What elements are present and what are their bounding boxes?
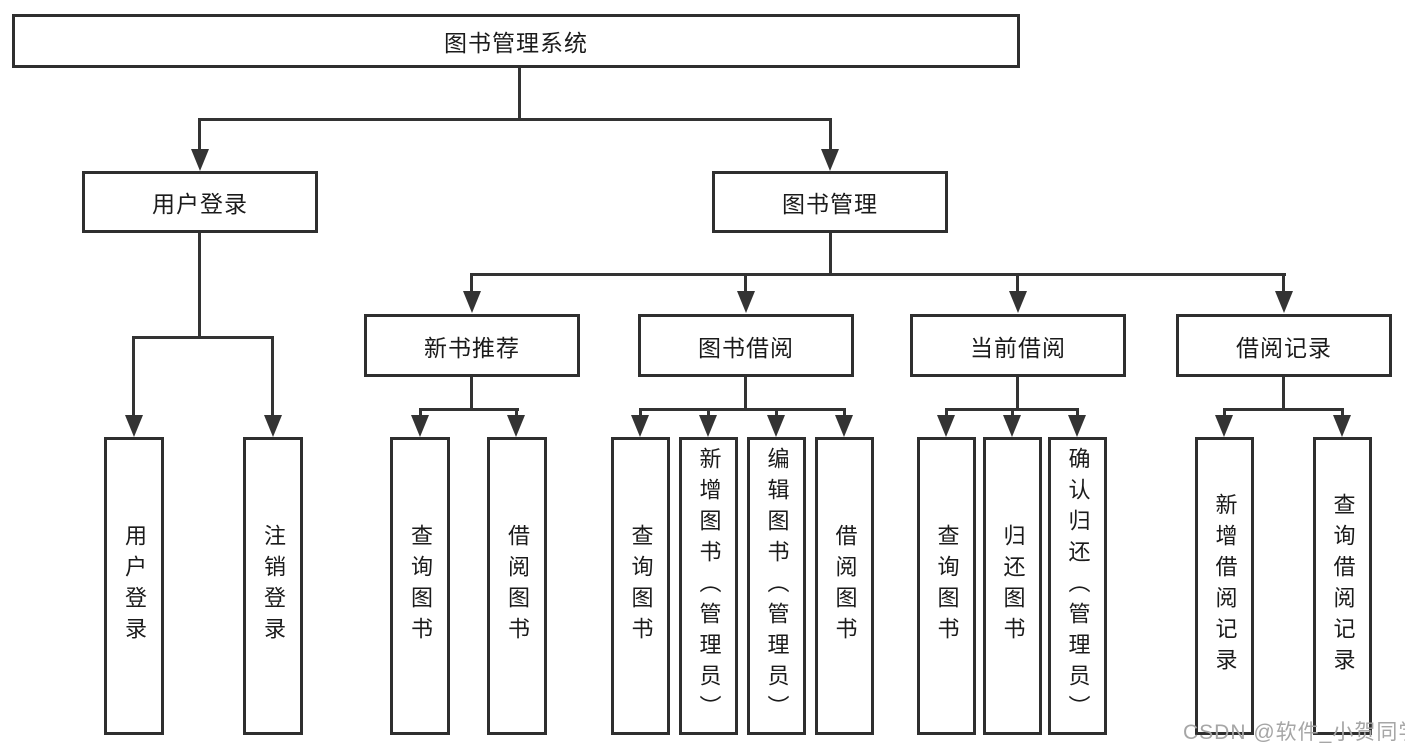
arrow-down-icon <box>937 415 955 437</box>
leaf-borrow-book: 借阅图书 <box>815 437 874 735</box>
connector-line <box>1011 408 1014 417</box>
arrow-down-icon <box>835 415 853 437</box>
arrow-down-icon <box>191 149 209 171</box>
arrow-down-icon <box>1068 415 1086 437</box>
arrow-down-icon <box>411 415 429 437</box>
node-label: 新书推荐 <box>424 334 520 361</box>
csdn-watermark: CSDN @软件_小贺同学 <box>1183 721 1405 744</box>
leaf-label: 借阅图书 <box>832 524 858 648</box>
arrow-down-icon <box>631 415 649 437</box>
leaf-query-book: 查询图书 <box>390 437 450 735</box>
leaf-edit-book-admin: 编辑图书（管理员） <box>747 437 806 735</box>
connector-line <box>1016 377 1019 408</box>
connector-line <box>518 68 521 118</box>
connector-line <box>1223 408 1226 417</box>
arrow-down-icon <box>737 291 755 313</box>
connector-line <box>775 408 778 417</box>
node-label: 用户登录 <box>152 191 248 217</box>
leaf-add-borrow-record: 新增借阅记录 <box>1195 437 1254 735</box>
connector-line <box>132 336 274 339</box>
connector-line <box>843 408 846 417</box>
connector-line <box>1282 273 1285 293</box>
connector-line <box>707 408 710 417</box>
arrow-down-icon <box>767 415 785 437</box>
node-current-borrow: 当前借阅 <box>910 314 1126 377</box>
connector-line <box>744 377 747 408</box>
leaf-label: 新增图书（管理员） <box>696 446 722 726</box>
leaf-query-book: 查询图书 <box>917 437 976 735</box>
connector-line <box>198 118 201 151</box>
connector-line <box>744 273 747 293</box>
node-label: 借阅记录 <box>1236 334 1332 361</box>
connector-line <box>1223 408 1344 411</box>
arrow-down-icon <box>1275 291 1293 313</box>
node-root-system: 图书管理系统 <box>12 14 1020 68</box>
arrow-down-icon <box>125 415 143 437</box>
connector-line <box>419 408 422 417</box>
node-label: 图书管理 <box>782 191 878 217</box>
node-label: 图书借阅 <box>698 334 794 361</box>
node-new-book-recommend: 新书推荐 <box>364 314 580 377</box>
connector-line <box>829 233 832 273</box>
leaf-borrow-book: 借阅图书 <box>487 437 547 735</box>
leaf-logout: 注销登录 <box>243 437 303 735</box>
connector-line <box>198 233 201 336</box>
leaf-label: 查询借阅记录 <box>1330 493 1356 679</box>
connector-line <box>639 408 642 417</box>
node-borrow-record: 借阅记录 <box>1176 314 1392 377</box>
arrow-down-icon <box>821 149 839 171</box>
leaf-label: 归还图书 <box>1000 524 1026 648</box>
leaf-user-login: 用户登录 <box>104 437 164 735</box>
leaf-label: 新增借阅记录 <box>1212 493 1238 679</box>
connector-line <box>1076 408 1079 417</box>
arrow-down-icon <box>507 415 525 437</box>
node-user-login-module: 用户登录 <box>82 171 318 233</box>
connector-line <box>419 408 519 411</box>
arrow-down-icon <box>463 291 481 313</box>
connector-line <box>829 118 832 151</box>
connector-line <box>271 336 274 417</box>
leaf-label: 注销登录 <box>261 524 286 648</box>
connector-line <box>1341 408 1344 417</box>
connector-line <box>1016 273 1019 293</box>
connector-line <box>198 118 832 121</box>
connector-line <box>470 273 1286 276</box>
leaf-label: 查询图书 <box>408 524 433 648</box>
leaf-query-book: 查询图书 <box>611 437 670 735</box>
arrow-down-icon <box>264 415 282 437</box>
arrow-down-icon <box>1333 415 1351 437</box>
arrow-down-icon <box>1009 291 1027 313</box>
connector-line <box>470 273 473 293</box>
leaf-return-book: 归还图书 <box>983 437 1042 735</box>
leaf-label: 确认归还（管理员） <box>1065 446 1091 726</box>
leaf-query-borrow-record: 查询借阅记录 <box>1313 437 1372 735</box>
leaf-label: 用户登录 <box>122 524 147 648</box>
leaf-add-book-admin: 新增图书（管理员） <box>679 437 738 735</box>
connector-line <box>132 336 135 417</box>
leaf-label: 查询图书 <box>934 524 960 648</box>
connector-line <box>1282 377 1285 408</box>
connector-line <box>639 408 846 411</box>
arrow-down-icon <box>1003 415 1021 437</box>
leaf-label: 查询图书 <box>628 524 654 648</box>
leaf-label: 借阅图书 <box>505 524 530 648</box>
node-label: 当前借阅 <box>970 334 1066 361</box>
arrow-down-icon <box>699 415 717 437</box>
connector-line <box>470 377 473 408</box>
connector-line <box>945 408 948 417</box>
leaf-confirm-return-admin: 确认归还（管理员） <box>1048 437 1107 735</box>
node-book-borrow: 图书借阅 <box>638 314 854 377</box>
connector-line <box>515 408 518 417</box>
arrow-down-icon <box>1215 415 1233 437</box>
node-book-management-module: 图书管理 <box>712 171 948 233</box>
leaf-label: 编辑图书（管理员） <box>764 446 790 726</box>
node-root-label: 图书管理系统 <box>444 30 588 56</box>
